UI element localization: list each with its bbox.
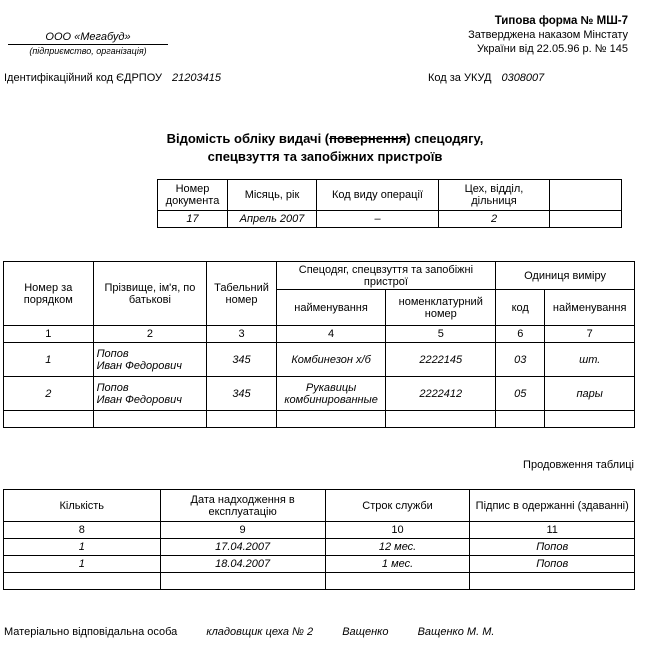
doc-header-month: Місяць, рік <box>227 179 317 211</box>
responsible-signature: Ващенко <box>342 626 389 638</box>
ukud-code: Код за УКУД 0308007 <box>428 72 544 84</box>
header-unit-code: код <box>495 289 546 326</box>
table-row-empty <box>3 572 635 590</box>
doc-value-department: 2 <box>438 210 550 228</box>
header-unit: Одиниця виміру <box>495 261 635 290</box>
ukud-value: 0308007 <box>501 72 545 84</box>
responsible-person: Матеріально відповідальна особа кладовщи… <box>4 626 520 638</box>
doc-value-empty <box>549 210 622 228</box>
header-date: Дата надходження в експлуатацію <box>159 489 326 522</box>
header-quantity: Кількість <box>3 489 161 522</box>
table-row: 1 17.04.2007 12 мес. Попов <box>3 538 635 556</box>
header-gear-name: найменування <box>275 289 387 326</box>
doc-header-empty <box>549 179 622 211</box>
header-number: Номер за порядком <box>3 261 94 326</box>
doc-value-number: 17 <box>157 210 228 228</box>
continuation-label: Продовження таблиці <box>523 459 634 471</box>
organization-sublabel: (підприємство, організація) <box>29 46 147 56</box>
form-decree: України від 22.05.96 р. № 145 <box>477 43 628 55</box>
edrpou-value: 21203415 <box>172 72 221 84</box>
form-number: Типова форма № МШ-7 <box>494 15 628 27</box>
document-title: Відомість обліку видачі (повернення) спе… <box>166 131 484 164</box>
header-tab: Табельний номер <box>206 261 277 326</box>
issue-table: Номер за порядком Прізвище, ім'я, по бат… <box>3 261 635 428</box>
form-approved: Затверджена наказом Мінстату <box>468 29 628 41</box>
ukud-label: Код за УКУД <box>428 72 492 84</box>
header-name: Прізвище, ім'я, по батькові <box>92 261 208 326</box>
table-row: 1 18.04.2007 1 мес. Попов <box>3 555 635 573</box>
doc-value-operation: – <box>316 210 439 228</box>
continuation-table: Кількість Дата надходження в експлуатаці… <box>3 489 635 590</box>
responsible-full-name: Ващенко М. М. <box>417 626 495 638</box>
document-info-table: Номер документа Місяць, рік Код виду опе… <box>157 179 622 228</box>
form-header: Типова форма № МШ-7 Затверджена наказом … <box>468 14 628 56</box>
header-gear: Спецодяг, спецвзуття та запобіжні пристр… <box>275 261 497 290</box>
column-number-row: 1 2 3 4 5 6 7 <box>3 325 635 343</box>
doc-header-department: Цех, відділ, дільниця <box>438 179 550 211</box>
edrpou-label: Ідентифікаційний код ЄДРПОУ <box>4 72 163 84</box>
edrpou-code: Ідентифікаційний код ЄДРПОУ 21203415 <box>4 72 221 84</box>
doc-header-operation: Код виду операції <box>316 179 439 211</box>
organization-block: ООО «Мегабуд» (підприємство, організація… <box>8 31 168 56</box>
responsible-label: Матеріально відповідальна особа <box>4 626 178 638</box>
responsible-position: кладовщик цеха № 2 <box>206 626 314 638</box>
header-signature: Підпис в одержанні (здаванні) <box>469 489 635 522</box>
table-row-empty <box>3 410 635 428</box>
organization-name: ООО «Мегабуд» <box>8 31 168 45</box>
column-number-row: 8 9 10 11 <box>3 521 635 539</box>
doc-value-month: Апрель 2007 <box>227 210 317 228</box>
doc-header-number: Номер документа <box>157 179 228 211</box>
header-unit-name: найменування <box>544 289 635 326</box>
header-term: Строк служби <box>324 489 471 522</box>
header-gear-nom: номенклатурний номер <box>385 289 497 326</box>
struck-word: повернення <box>329 131 407 146</box>
